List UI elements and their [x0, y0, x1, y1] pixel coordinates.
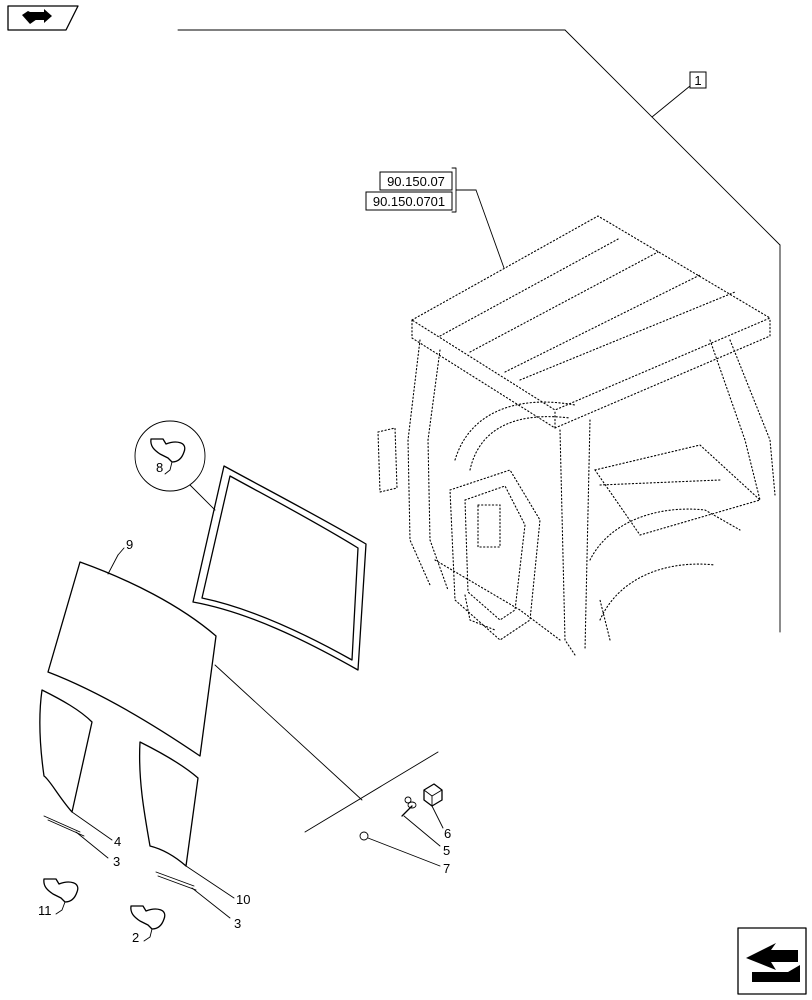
kit-bag-icon: [130, 905, 166, 942]
kit-callout-2: 2: [130, 905, 166, 945]
reference-code-2[interactable]: 90.150.0701: [373, 194, 445, 209]
lower-glass-right: 10 3: [138, 741, 250, 931]
callout-9: 9: [126, 537, 133, 552]
callout-1: 1: [694, 73, 701, 88]
kit-callout-8: 8: [134, 420, 216, 511]
reference-codes: 90.150.07 90.150.0701: [365, 167, 505, 269]
windshield-glass: 9: [47, 537, 217, 757]
next-page-arrow-icon[interactable]: [737, 927, 807, 995]
glass-seal-frame: [192, 465, 367, 671]
callout-8: 8: [156, 460, 163, 475]
kit-bag-icon: [150, 438, 186, 475]
reference-code-1[interactable]: 90.150.07: [387, 174, 445, 189]
callout-3-left: 3: [113, 854, 120, 869]
book-arrow-icon[interactable]: [7, 5, 79, 31]
callout-2: 2: [132, 930, 139, 945]
callout-4: 4: [114, 834, 121, 849]
kit-callout-11: 11: [38, 878, 79, 918]
callout-6: 6: [444, 826, 451, 841]
kit-bag-icon: [43, 878, 79, 915]
callout-3-right: 3: [234, 916, 241, 931]
callout-7: 7: [443, 861, 450, 876]
callout-5: 5: [443, 843, 450, 858]
callout-10: 10: [236, 892, 250, 907]
hardware-parts: 6 5 7: [359, 783, 451, 876]
callout-1-group: 1: [177, 29, 781, 633]
callout-11: 11: [38, 903, 52, 918]
cab-frame: [377, 215, 776, 656]
lower-glass-left: 4 3: [39, 689, 121, 869]
